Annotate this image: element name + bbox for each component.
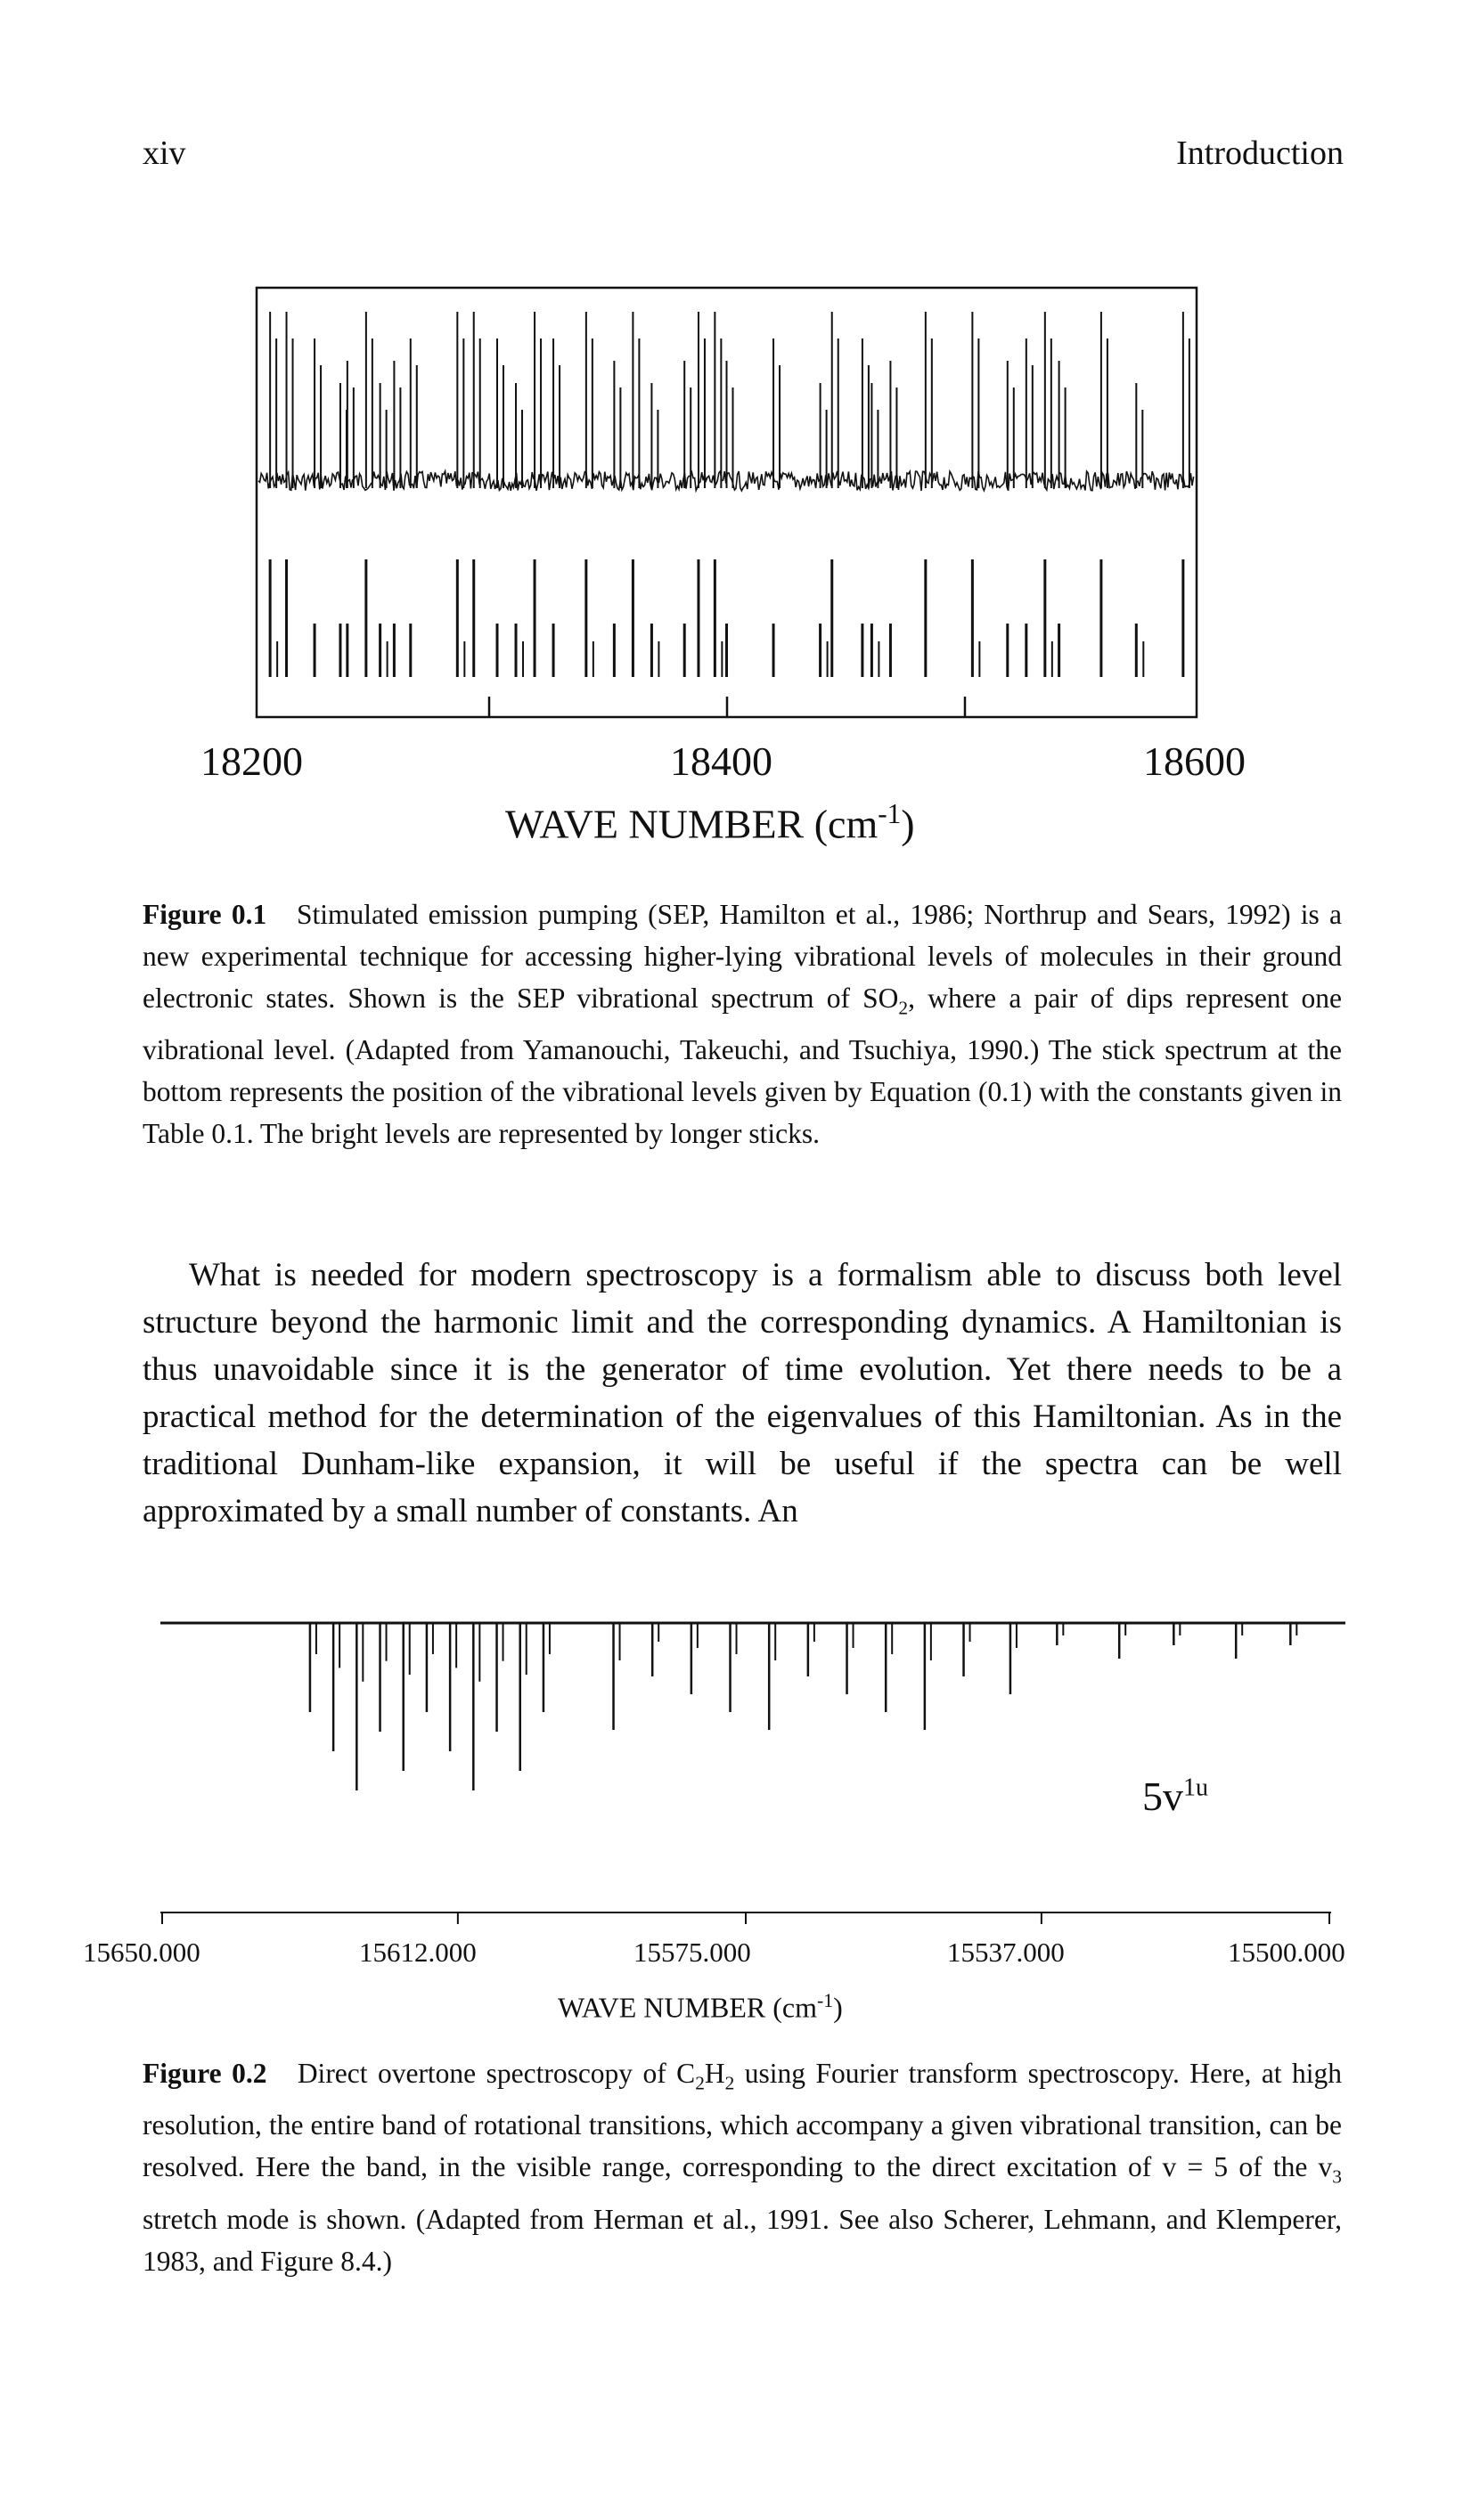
band-label: 5v1u	[1142, 1774, 1208, 1819]
fig1-tick-label-18200: 18200	[200, 738, 303, 784]
fig2-tick-label-5: 15500.000	[1228, 1937, 1345, 1968]
fig2-axis-title: WAVE NUMBER (cm-1)	[558, 1990, 843, 2024]
sep-spectrum-figure	[255, 286, 1198, 719]
fig2-tick-label-2: 15612.000	[359, 1937, 477, 1968]
fig1-tick-label-18400: 18400	[670, 738, 772, 784]
figure-0-1-label: Figure 0.1	[143, 899, 267, 930]
running-header: Introduction	[1176, 135, 1344, 172]
fig2-tick-label-1: 15650.000	[83, 1937, 200, 1968]
fig1-tick-label-18600: 18600	[1143, 738, 1246, 784]
fig2-tick-label-3: 15575.000	[633, 1937, 751, 1968]
figure-0-2-caption: Figure 0.2 Direct overtone spectroscopy …	[143, 2058, 1343, 2277]
figure-0-1-caption: Figure 0.1 Stimulated emission pumping (…	[143, 899, 1343, 1150]
fig2-tick-label-4: 15537.000	[947, 1937, 1065, 1968]
body-paragraph: What is needed for modern spectroscopy i…	[143, 1257, 1342, 1529]
figure-0-2-label: Figure 0.2	[143, 2058, 267, 2089]
page-number: xiv	[143, 135, 186, 172]
fig1-axis-title: WAVE NUMBER (cm-1)	[505, 798, 915, 847]
